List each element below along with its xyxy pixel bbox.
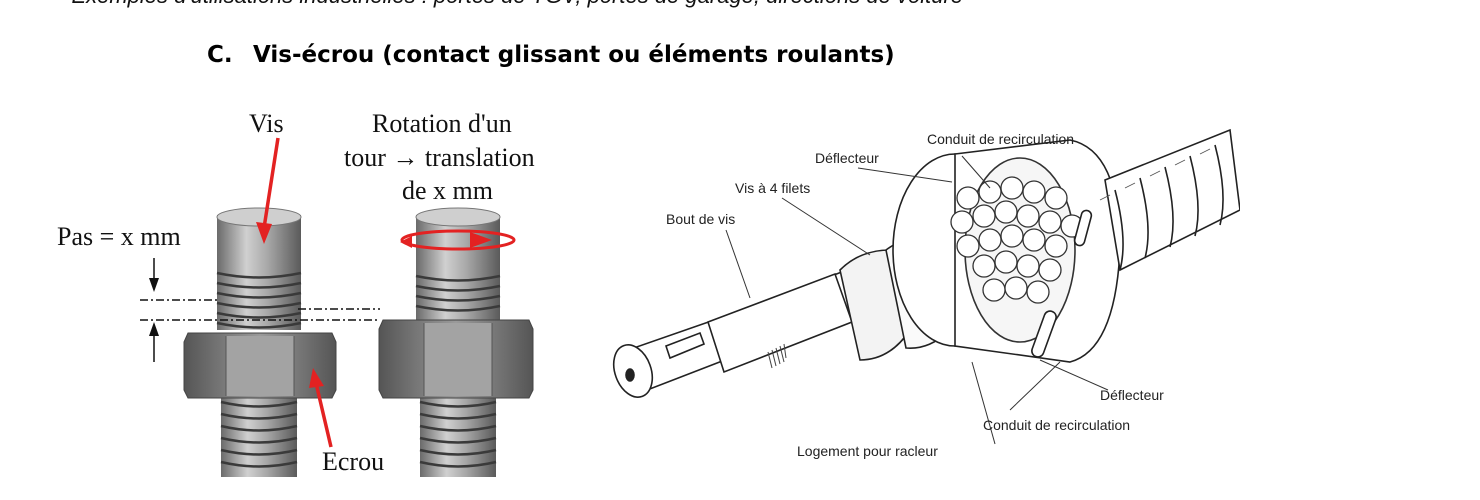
leader-deflecteur-top — [857, 167, 953, 183]
label-rotation-line3: de x mm — [402, 176, 493, 205]
leader-bout-de-vis — [725, 229, 751, 299]
nut-right — [378, 319, 534, 399]
label-vis-4-filets: Vis à 4 filets — [735, 180, 810, 196]
screw-right — [415, 207, 501, 477]
leader-conduit-bottom — [1009, 361, 1061, 411]
label-ecrou: Ecrou — [322, 447, 384, 476]
nut-left — [183, 332, 337, 399]
leader-deflecteur-bottom — [1039, 359, 1109, 391]
ecrou-pointer-arrow — [309, 368, 333, 448]
leader-vis-4-filets — [781, 197, 871, 256]
leader-conduit-top — [961, 155, 991, 189]
label-vis: Vis — [249, 109, 284, 138]
section-heading: C. Vis-écrou (contact glissant ou élément… — [207, 42, 895, 68]
label-rotation-line1: Rotation d'un — [372, 109, 512, 138]
screw-left — [216, 207, 302, 477]
label-conduit-bottom: Conduit de recirculation — [983, 417, 1130, 433]
intro-example-line: - Exemples d'utilisations industrielles … — [58, 0, 963, 9]
label-rotation-line2: tour → translation — [344, 143, 535, 172]
label-deflecteur-bottom: Déflecteur — [1100, 387, 1164, 403]
rotation-arrow — [400, 229, 516, 251]
label-bout-de-vis: Bout de vis — [666, 211, 735, 227]
section-title: Vis-écrou (contact glissant ou éléments … — [253, 42, 895, 68]
section-letter: C. — [207, 42, 233, 68]
label-deflecteur-top: Déflecteur — [815, 150, 879, 166]
pitch-dimension — [140, 258, 380, 362]
label-conduit-top: Conduit de recirculation — [927, 131, 1074, 147]
leader-logement — [971, 361, 996, 445]
vis-pointer-arrow — [256, 137, 280, 244]
label-pas: Pas = x mm — [57, 222, 181, 251]
ball-screw-illustration: Déflecteur Conduit de recirculation Vis … — [612, 128, 1240, 459]
screw-nut-illustration: Vis Rotation d'un tour → translation de … — [57, 109, 535, 477]
label-logement: Logement pour racleur — [797, 443, 938, 459]
